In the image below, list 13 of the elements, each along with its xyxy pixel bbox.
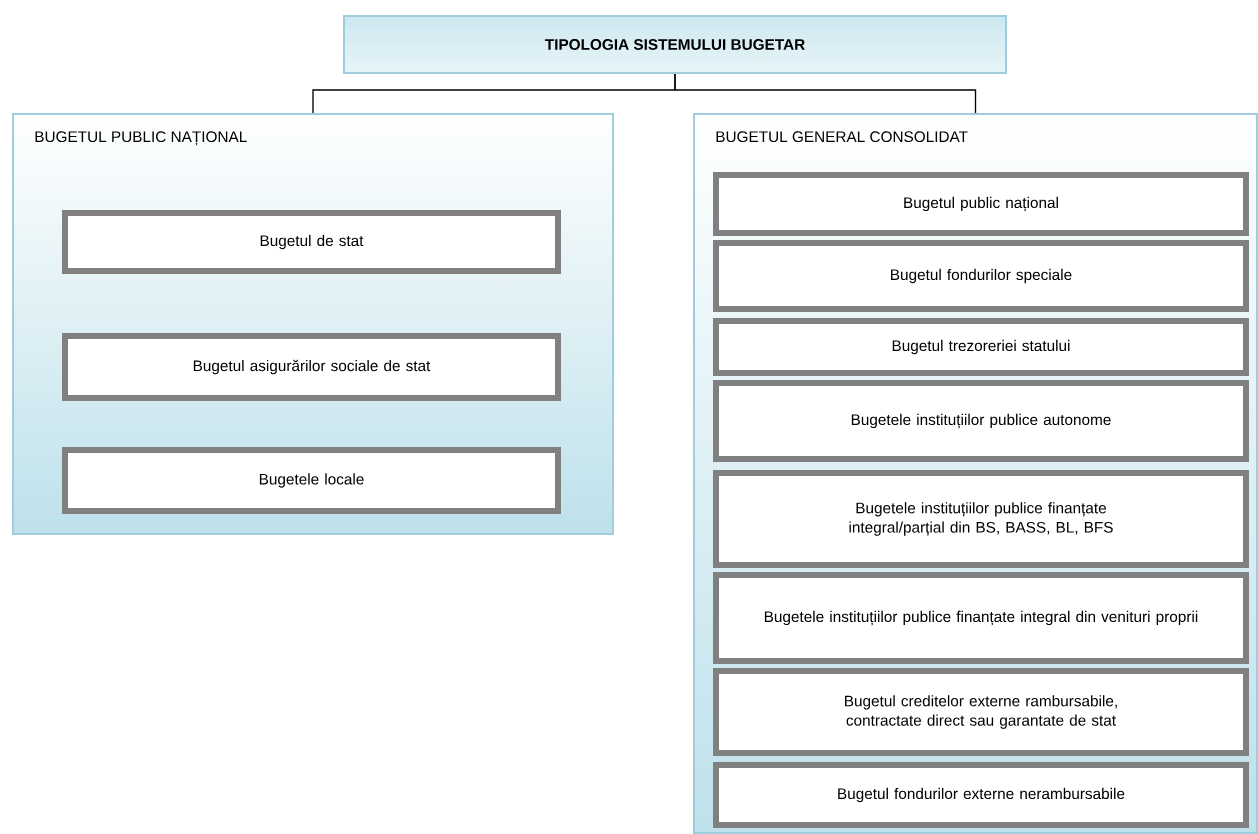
- budget-box: Bugetele instituțiilor publice finanțate integral din venituri proprii: [713, 572, 1249, 664]
- budget-box: Bugetul trezoreriei statului: [713, 318, 1249, 376]
- budget-box: Bugetul asigurărilor sociale de stat: [62, 333, 561, 401]
- budget-box: Bugetul public național: [713, 172, 1249, 236]
- budget-box: Bugetul fondurilor speciale: [713, 240, 1249, 312]
- budget-box: Bugetul fondurilor externe nerambursabile: [713, 762, 1249, 828]
- budget-box: Bugetul creditelor externe rambursabile, contractate direct sau garantate de stat: [713, 668, 1249, 756]
- budget-box: Bugetele instituțiilor publice autonome: [713, 380, 1249, 462]
- budget-box: Bugetele instituțiilor publice finanțate integral/parțial din BS, BASS, BL, BFS: [713, 470, 1249, 568]
- title-box: TIPOLOGIA SISTEMULUI BUGETAR: [343, 15, 1007, 74]
- budget-box: Bugetul de stat: [62, 210, 561, 274]
- connector: [674, 73, 977, 114]
- budget-box: Bugetele locale: [62, 447, 561, 514]
